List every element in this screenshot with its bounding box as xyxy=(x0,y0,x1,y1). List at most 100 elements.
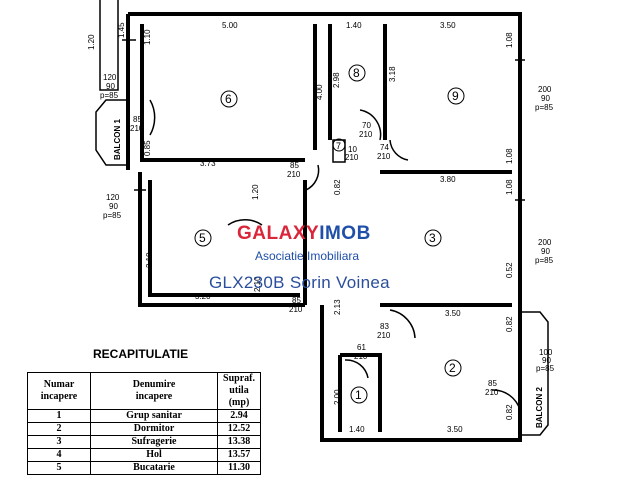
door-label: 85 xyxy=(488,379,497,388)
dim-label: 1.40 xyxy=(346,21,362,30)
dim-label: 0.82 xyxy=(505,316,514,332)
room-number: 9 xyxy=(452,89,459,103)
dim-label: 0.85 xyxy=(143,140,152,156)
dim-label: 1.20 xyxy=(251,184,260,200)
door-label: 61 xyxy=(357,343,366,352)
door-label: 83 xyxy=(380,322,389,331)
room-number: 1 xyxy=(355,388,362,402)
room-number: 3 xyxy=(429,231,436,245)
dim-label: 5.00 xyxy=(222,21,238,30)
watermark-logo: GALAXYIMOB xyxy=(237,223,371,245)
cell-number: 5 xyxy=(27,461,91,475)
dim-label: 3.80 xyxy=(440,175,456,184)
window-label: 90 xyxy=(541,247,550,256)
cell-number: 3 xyxy=(27,435,91,449)
window-label: 120 xyxy=(106,193,120,202)
room-marker-3 xyxy=(424,229,442,247)
watermark-subtitle: Asociatie Imobiliara xyxy=(255,249,360,263)
dim-label: 4.00 xyxy=(315,84,324,100)
window-label: p=85 xyxy=(535,103,554,112)
balcony-label: BALCON 2 xyxy=(535,387,544,428)
logo-part-a: GALAXY xyxy=(237,223,320,244)
door-label: 210 xyxy=(359,130,373,139)
header-room-number: Numar incapere xyxy=(27,372,91,410)
balcony-1-outline xyxy=(99,0,119,91)
room-marker-9 xyxy=(447,87,465,105)
window-label: 90 xyxy=(109,202,118,211)
dim-label: 1.08 xyxy=(505,148,514,164)
door-label: 210 xyxy=(130,124,144,133)
door-swing xyxy=(359,109,382,141)
dim-label: 1.08 xyxy=(505,179,514,195)
interior-wall xyxy=(140,24,305,162)
door-label: 210 xyxy=(485,388,499,397)
outer-wall xyxy=(138,172,305,307)
window-label: 100 xyxy=(539,348,553,357)
window-label: 200 xyxy=(538,85,552,94)
cell-number: 2 xyxy=(27,422,91,436)
window-label: p=85 xyxy=(535,256,554,265)
dim-label: 0.52 xyxy=(505,262,514,278)
room-number: 8 xyxy=(353,66,360,80)
room-number: 6 xyxy=(225,92,232,106)
room-marker-6 xyxy=(220,90,238,108)
watermark-code: GLX230B Sorin Voinea xyxy=(209,273,390,292)
dim-label: 3.50 xyxy=(440,21,456,30)
room-marker-1 xyxy=(350,386,368,404)
cell-area: 12.52 xyxy=(217,422,261,436)
room-number: 5 xyxy=(199,231,206,245)
cell-name: Dormitor xyxy=(90,422,218,436)
balcony-1-outline xyxy=(95,99,128,166)
door-swing xyxy=(389,139,409,161)
dim-label: 3.50 xyxy=(447,425,463,434)
door-label: 210 xyxy=(287,170,301,179)
recap-table: Numar incapere Denumire incapere Supraf.… xyxy=(27,372,261,475)
interior-wall xyxy=(340,353,382,432)
window-label: 90 xyxy=(106,82,115,91)
balcony-2-outline xyxy=(520,311,549,436)
room-number: 2 xyxy=(449,361,456,375)
cell-name: Bucatarie xyxy=(90,461,218,475)
cell-name: Hol xyxy=(90,448,218,462)
door-label: 85 xyxy=(290,161,299,170)
cell-name: Grup sanitar xyxy=(90,409,218,423)
door-swing xyxy=(344,359,369,379)
cell-number: 4 xyxy=(27,448,91,462)
dim-label: 3.18 xyxy=(388,66,397,82)
door-label: 85 xyxy=(133,115,142,124)
door-swing xyxy=(491,389,521,411)
outer-wall xyxy=(320,305,522,442)
dim-label: 1.45 xyxy=(117,22,126,38)
door-swing xyxy=(149,99,156,136)
cell-area: 11.30 xyxy=(217,461,261,475)
outer-wall xyxy=(128,12,522,376)
window-label: p=85 xyxy=(103,211,122,220)
door-swing xyxy=(227,218,263,226)
cell-area: 2.94 xyxy=(217,409,261,423)
dim-label: 3.20 xyxy=(195,292,211,301)
header-room-name: Denumire incapere xyxy=(90,372,218,410)
dim-label: 1.08 xyxy=(505,32,514,48)
dim-label: 2.10 xyxy=(253,276,262,292)
dim-label: 1.20 xyxy=(87,34,96,50)
interior-wall xyxy=(148,180,300,297)
door-label: 210 xyxy=(354,352,368,361)
balcony-label: BALCON 1 xyxy=(113,119,122,160)
door-label: 70 xyxy=(362,121,371,130)
dim-label: 1.40 xyxy=(349,425,365,434)
window-label: 120 xyxy=(103,73,117,82)
dim-label: 2.98 xyxy=(332,72,341,88)
dim-label: 0.82 xyxy=(505,404,514,420)
window-label: p=85 xyxy=(536,364,555,373)
logo-part-b: IMOB xyxy=(319,223,371,244)
cell-area: 13.57 xyxy=(217,448,261,462)
dim-label: 0.82 xyxy=(333,179,342,195)
room-marker-2 xyxy=(444,359,462,377)
window-label: p=85 xyxy=(100,91,119,100)
room-number: 7 xyxy=(336,141,341,151)
recap-title: RECAPITULATIE xyxy=(93,347,189,361)
room-marker-7 xyxy=(332,138,346,152)
